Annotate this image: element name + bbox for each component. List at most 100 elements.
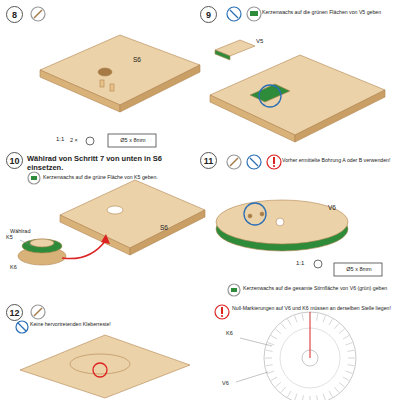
- tool-icon: [16, 321, 28, 333]
- wax-area: [215, 50, 230, 60]
- dial-tick: [288, 319, 292, 325]
- dial-tick: [347, 365, 354, 366]
- step-number: 10: [6, 152, 23, 169]
- highlight-circle: [93, 363, 107, 377]
- dial-tick: [317, 395, 318, 400]
- dial-tick: [334, 387, 338, 392]
- dial-tick: [266, 350, 273, 351]
- dial-tick: [295, 316, 297, 323]
- board-top: [60, 180, 205, 248]
- label: Wählrad von Schritt 7 von unten in S6 ei…: [27, 155, 197, 172]
- step-number: 8: [6, 6, 23, 23]
- dial-tick: [347, 350, 354, 351]
- warning-icon: [267, 155, 281, 169]
- tool-icon: [227, 7, 241, 21]
- step-number-text: 12: [9, 308, 19, 318]
- tool-glyph: [34, 308, 42, 316]
- dowel: [100, 80, 104, 87]
- step-number: 11: [200, 152, 217, 169]
- wax-glyph: [31, 176, 37, 180]
- label: Kerzenwachs auf die grüne Fläche von K5 …: [43, 175, 203, 181]
- dial-tick: [281, 387, 285, 392]
- label: Null-Markierungen auf V6 und K6 müssen a…: [232, 306, 397, 312]
- label: Vorher ermittelte Bohrung A oder B verwe…: [282, 158, 397, 164]
- board-side: [295, 90, 385, 142]
- dial-tick: [276, 329, 281, 333]
- disc-v6: [216, 200, 348, 244]
- leader-line: [236, 372, 268, 382]
- label: S6: [160, 224, 180, 231]
- dial-tick: [265, 358, 272, 359]
- leader-line: [240, 338, 272, 346]
- tool-icon: [31, 305, 45, 319]
- dial-tick: [310, 313, 311, 320]
- highlight-circle: [259, 85, 281, 107]
- tool-glyph: [34, 10, 42, 18]
- label: Wählrad: [10, 228, 50, 234]
- warning-glyph: [273, 165, 275, 167]
- label: Kerzenwachs auf die grünen Flächen von V…: [262, 10, 392, 16]
- tool-icon: [247, 155, 261, 169]
- step-number-text: 9: [206, 10, 211, 20]
- wax-area: [250, 84, 290, 102]
- hole: [248, 214, 252, 218]
- wax-icon: [28, 172, 40, 184]
- disc: [70, 354, 130, 374]
- step-number-text: 10: [9, 156, 19, 166]
- board-side: [210, 95, 295, 142]
- dowel-box: [334, 263, 382, 276]
- wax-glyph: [250, 11, 258, 16]
- dial-tick: [268, 343, 275, 345]
- dial-tick: [339, 382, 344, 386]
- board-side: [40, 70, 120, 112]
- hole: [107, 206, 123, 214]
- scale-circle: [86, 137, 94, 145]
- dial-tick: [343, 336, 349, 340]
- label: V6: [222, 380, 242, 386]
- insert-arrow: [62, 240, 106, 259]
- board-side: [130, 210, 205, 255]
- board-top: [20, 335, 190, 398]
- dial-tick: [302, 395, 303, 400]
- label: 1:1: [296, 260, 316, 267]
- dial-tick: [334, 324, 338, 329]
- label: 2 ×: [70, 137, 86, 143]
- dial-tick: [271, 336, 277, 340]
- board-top: [210, 55, 385, 135]
- warning-glyph: [221, 315, 223, 317]
- dial-tick: [348, 358, 355, 359]
- dial-tick: [346, 371, 353, 373]
- tool-glyph: [230, 158, 238, 166]
- dial-tick: [329, 391, 333, 397]
- dowel: [110, 84, 114, 91]
- wax-icon: [247, 7, 261, 21]
- step-number: 12: [6, 304, 23, 321]
- dial: [236, 312, 356, 400]
- arrow-head: [101, 234, 110, 244]
- dial-tick: [288, 391, 292, 397]
- label: V5: [256, 38, 276, 45]
- label: Kerzenwachs auf die gesamte Stirnfläche …: [243, 286, 393, 292]
- dial-tick: [323, 316, 325, 323]
- tool-icon: [227, 155, 241, 169]
- wheel-top: [30, 239, 54, 247]
- zero-mark: [310, 312, 311, 358]
- dial-tick: [310, 396, 311, 400]
- board-side: [60, 215, 130, 255]
- step-number: 9: [200, 6, 217, 23]
- dial-tick: [317, 314, 318, 321]
- hole: [260, 212, 264, 216]
- dial-tick: [339, 329, 344, 333]
- dowel-box: [108, 134, 156, 147]
- label: K6: [10, 264, 30, 270]
- dial-tick: [271, 377, 277, 381]
- tool-glyph: [230, 10, 238, 18]
- scale-circle: [314, 260, 322, 268]
- dial-ring: [264, 312, 356, 400]
- wax-icon: [228, 284, 240, 296]
- dial-tick: [329, 319, 333, 325]
- board-top: [40, 35, 200, 105]
- highlight-circle: [244, 203, 266, 225]
